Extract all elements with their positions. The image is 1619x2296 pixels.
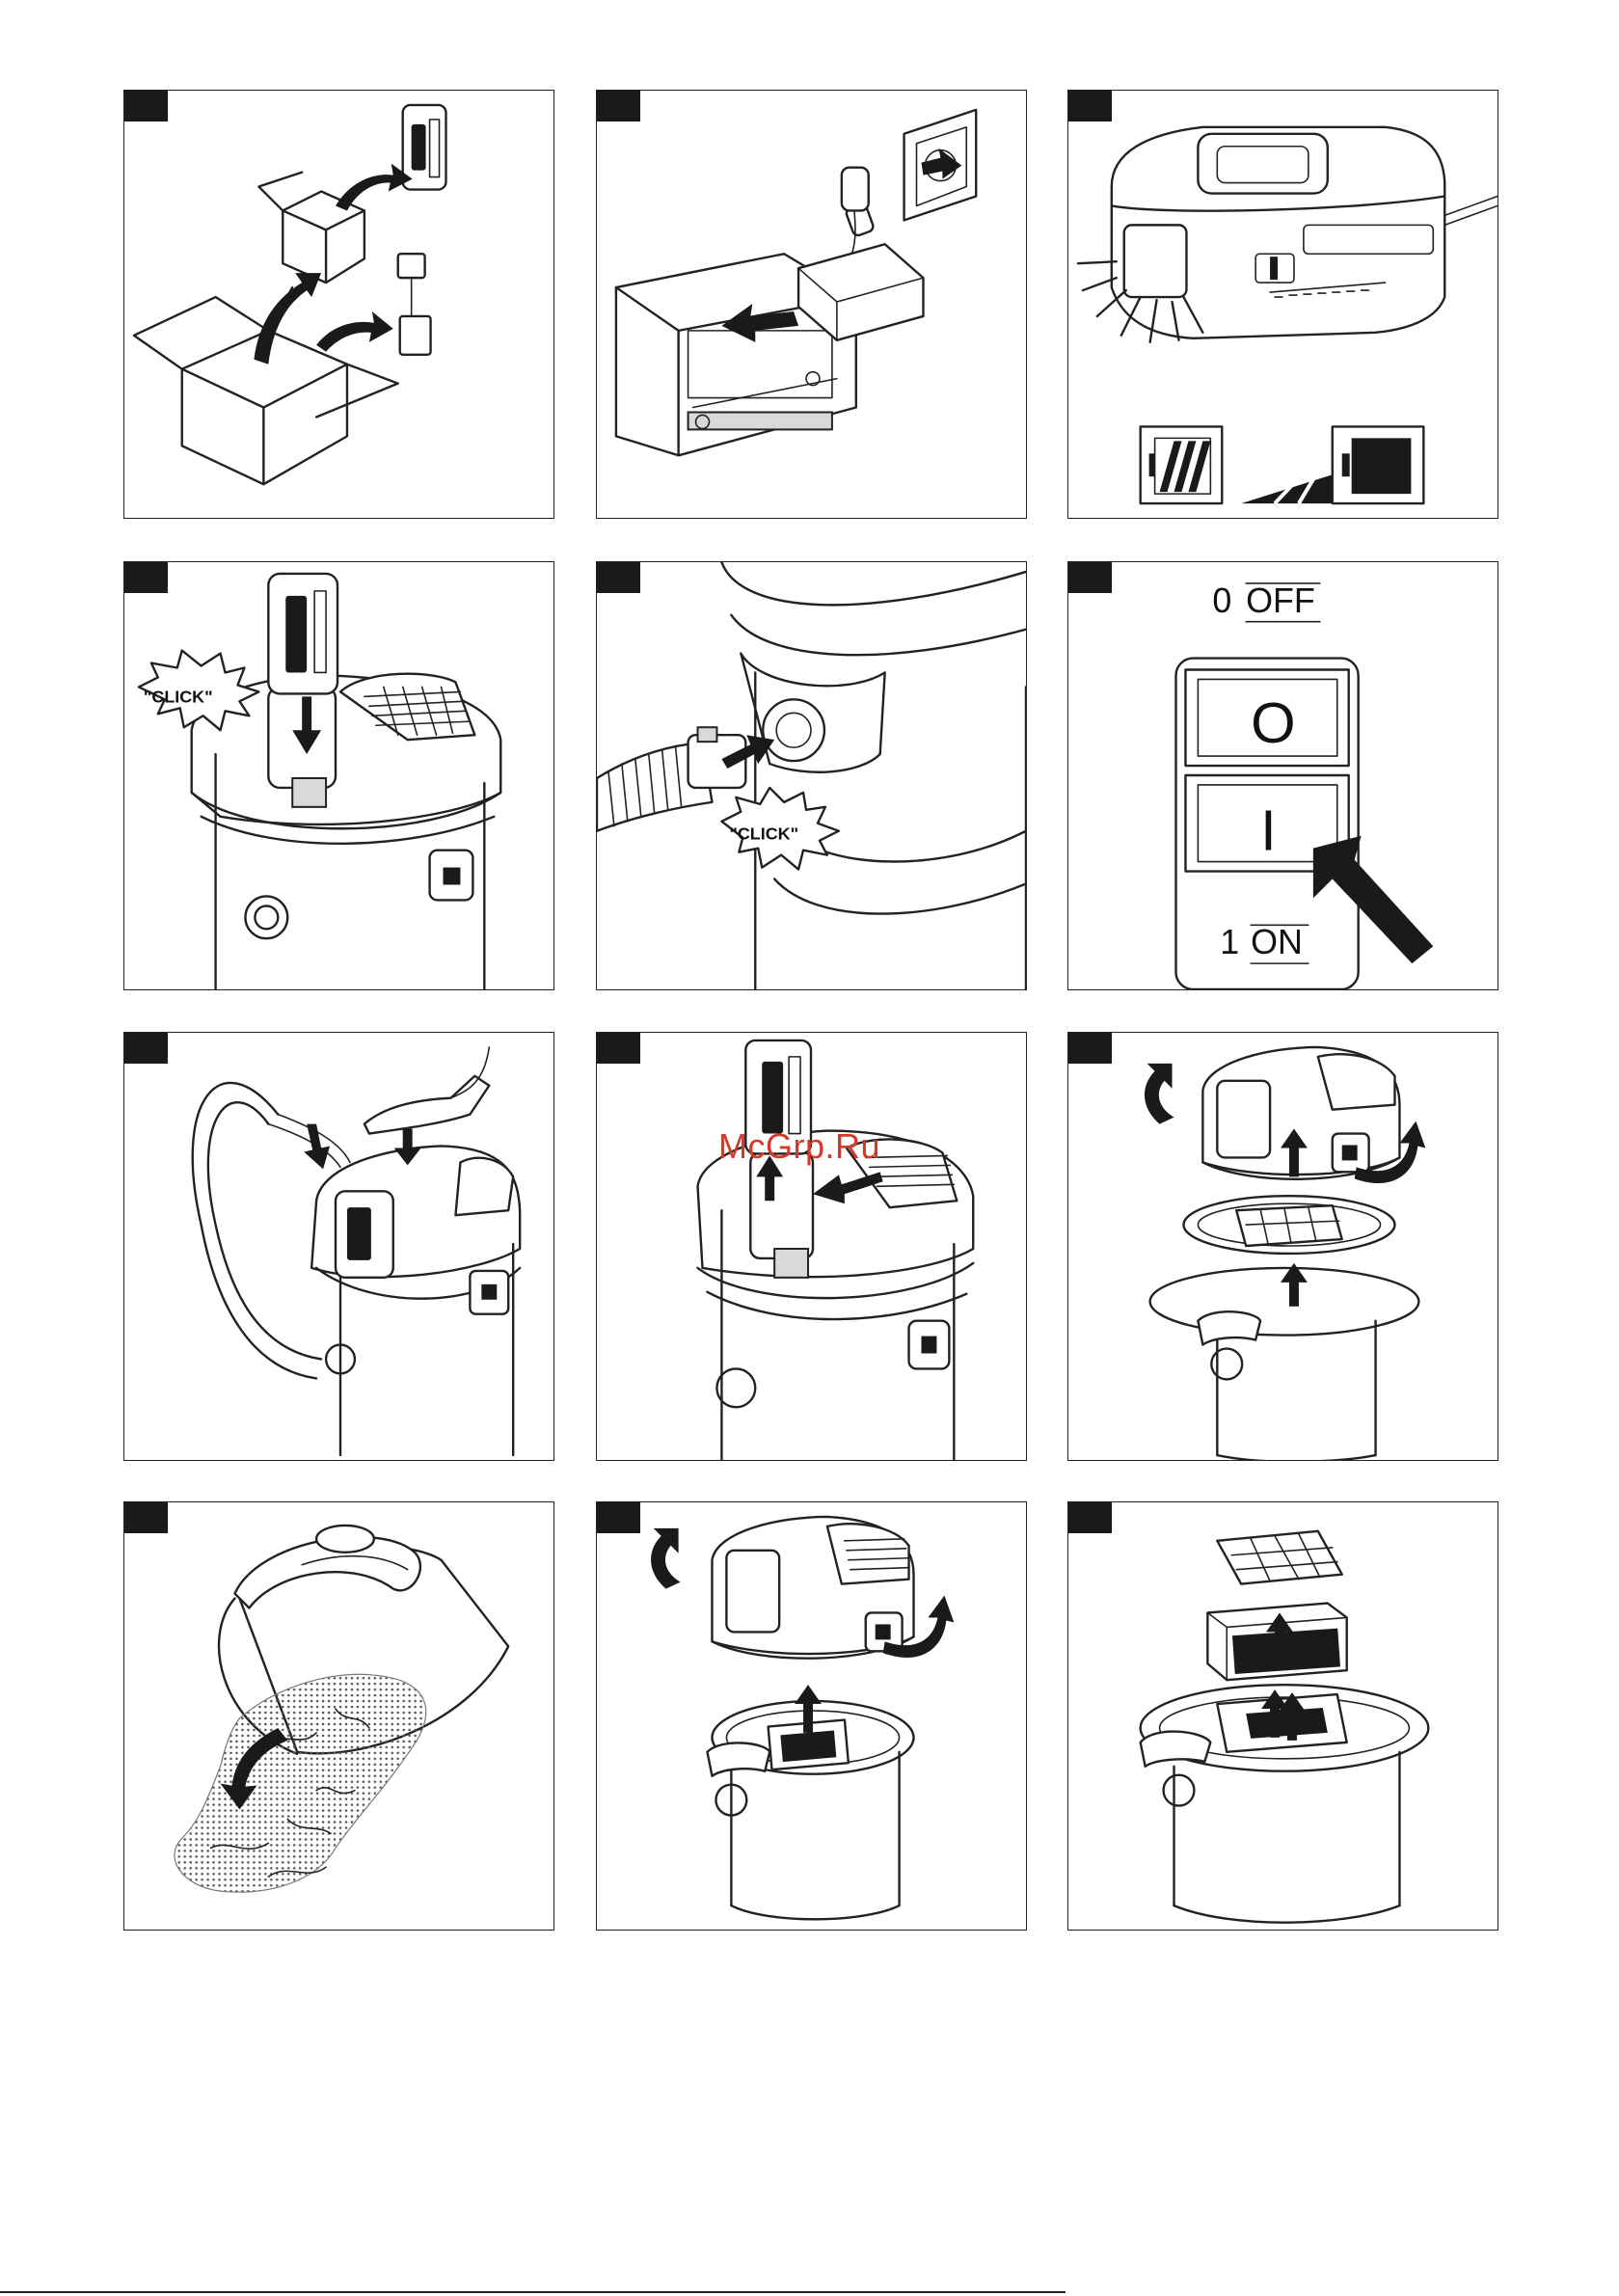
on-label: ON — [1251, 923, 1303, 961]
panel-emptying — [123, 1501, 554, 1931]
panel-filter-access — [1067, 1032, 1498, 1461]
panel-filter-removal — [596, 1501, 1027, 1931]
on-prefix: 1 — [1220, 923, 1239, 961]
panel-charging-status — [1067, 90, 1498, 519]
panel-battery-insert: "CLICK" — [123, 561, 554, 990]
footer-rule — [0, 2291, 1066, 2293]
panel-hose-attach: "CLICK" — [596, 561, 1027, 990]
panel-filter-cleaning — [1067, 1501, 1498, 1931]
charging-status-illustration — [1068, 91, 1498, 518]
click-label: "CLICK" — [729, 824, 798, 844]
filter-removal-illustration — [597, 1502, 1026, 1930]
power-switch-illustration: 0 OFF O I 1 ON — [1068, 562, 1498, 989]
off-prefix: 0 — [1212, 581, 1231, 620]
switch-off-symbol: O — [1251, 690, 1295, 755]
panel-unpacking — [123, 90, 554, 519]
panel-operation — [123, 1032, 554, 1461]
filter-cleaning-illustration — [1068, 1502, 1498, 1930]
filter-access-illustration — [1068, 1033, 1498, 1460]
operation-illustration — [124, 1033, 553, 1460]
emptying-illustration — [124, 1502, 553, 1930]
charger-connect-illustration — [597, 91, 1026, 518]
unpacking-illustration — [124, 91, 553, 518]
hose-attach-illustration: "CLICK" — [597, 562, 1026, 989]
panel-power-switch: 0 OFF O I 1 ON — [1067, 561, 1498, 990]
panel-battery-remove — [596, 1032, 1027, 1461]
off-label: OFF — [1246, 581, 1315, 620]
panel-charger-connect — [596, 90, 1027, 519]
watermark: McGrp.Ru — [718, 1126, 880, 1167]
battery-remove-illustration — [597, 1033, 1026, 1460]
click-label: "CLICK" — [144, 687, 213, 706]
switch-on-symbol: I — [1260, 798, 1277, 863]
battery-insert-illustration: "CLICK" — [124, 562, 553, 989]
